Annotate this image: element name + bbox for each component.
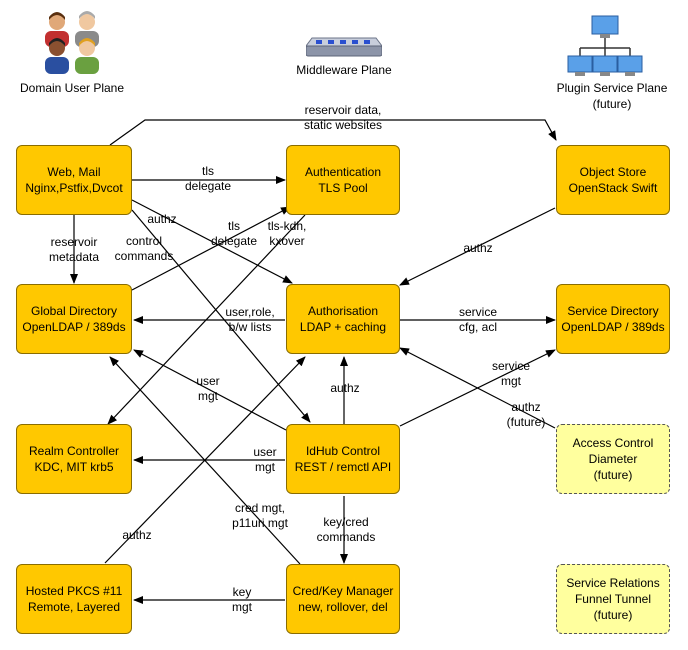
edge-authz-object: [399, 207, 556, 286]
domain-users-icon: [45, 11, 99, 74]
label-tls-kdh: tls-kdh,kxover: [267, 219, 307, 248]
edge-user-mgt-diag: [133, 349, 287, 431]
label-cred-mgt: cred mgt,p11uri mgt: [232, 501, 288, 530]
network-computers-icon: [567, 15, 643, 76]
label-reservoir-data: reservoir data,static websites: [303, 103, 383, 132]
label-user-role: user,role,b/w lists: [225, 305, 275, 334]
label-authz-idhub: authz: [330, 381, 360, 395]
label-authz-object: authz: [463, 241, 493, 255]
plugin-service-plane-title: Plugin Service Plane (future): [556, 81, 668, 111]
edge-authz-pkcs: [104, 356, 306, 564]
domain-user-plane-title: Domain User Plane: [19, 81, 125, 95]
label-authz-web: authz: [147, 212, 177, 226]
middleware-plane-title: Middleware Plane: [296, 63, 392, 77]
label-authz-future: authz(future): [506, 400, 546, 429]
network-switch-icon: [306, 37, 382, 57]
edge-control-commands: [131, 209, 311, 423]
label-authz-pkcs: authz: [122, 528, 152, 542]
edge-tls-delegate-mid: [131, 206, 291, 291]
edge-authz-future: [399, 347, 556, 429]
edge-reservoir-data: [109, 119, 557, 146]
edge-authz-web: [131, 199, 293, 284]
